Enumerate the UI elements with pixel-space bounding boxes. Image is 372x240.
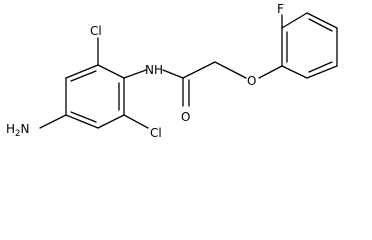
atom-amine: H2N [6,122,29,139]
atom-fluorine: F [277,2,284,16]
bond-ring-nh [123,69,147,79]
bond-oxygen-ring [258,65,283,79]
amine-subscript: 2 [15,129,20,139]
molecule-structure: Cl Cl NH O O F H2N [6,2,338,140]
aniline-ring [65,64,125,129]
amine-h: H [6,122,15,136]
bond-ch2-oxygen [214,61,247,79]
atom-nh: NH [145,63,163,77]
bond-carbonyl-ch2 [182,61,216,79]
atom-cl-top: Cl [90,24,102,38]
atom-oxygen-carbonyl: O [181,110,190,124]
bond-cl-bottom [123,114,149,129]
atom-oxygen-ether: O [247,74,256,88]
amine-n: N [20,122,29,136]
fluorophenyl-ring [281,12,338,79]
bond-nh-carbonyl [162,69,184,79]
bond-amine [39,114,67,129]
atom-cl-bottom: Cl [150,126,162,140]
